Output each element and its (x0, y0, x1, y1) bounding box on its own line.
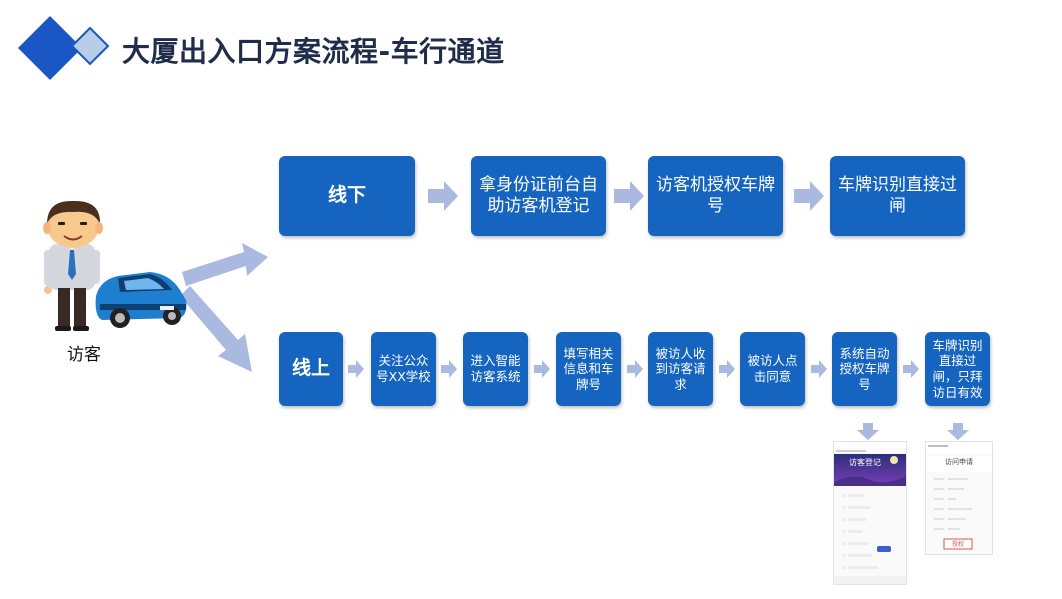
logo-diamonds (14, 12, 114, 86)
car-icon (95, 272, 187, 328)
arrow-offline-1 (428, 181, 458, 211)
visitor-figure-icon (43, 200, 103, 331)
registration-screen-header: 访客登记 (849, 458, 881, 467)
online-step-4: 被访人收到访客请求 (648, 332, 713, 406)
arrow-to-online (180, 286, 252, 372)
offline-label-box: 线下 (279, 156, 415, 236)
online-step-5: 被访人点击同意 (740, 332, 805, 406)
online-step-7: 车牌识别直接过闸，只拜访日有效 (925, 332, 990, 406)
online-step-2: 进入智能访客系统 (463, 332, 528, 406)
arrow-online-7 (903, 360, 919, 378)
arrow-online-2 (441, 360, 457, 378)
online-step-6: 系统自动授权车牌号 (832, 332, 897, 406)
offline-step-1: 拿身份证前台自助访客机登记 (471, 156, 606, 236)
arrow-down-right-screen (947, 423, 969, 440)
arrow-online-4 (627, 360, 643, 378)
arrow-online-1 (348, 360, 364, 378)
visitor-registration-screen (833, 441, 907, 585)
authorize-button[interactable]: 授权 (952, 541, 965, 548)
online-step-3: 填写相关信息和车牌号 (556, 332, 621, 406)
arrow-offline-2 (614, 181, 644, 211)
online-step-1: 关注公众号XX学校 (371, 332, 436, 406)
page-title: 大厦出入口方案流程-车行通道 (122, 35, 505, 68)
arrow-offline-3 (794, 181, 824, 211)
visitor-label: 访客 (67, 345, 101, 365)
visit-request-screen (925, 441, 993, 555)
request-screen-header: 访问申请 (945, 458, 973, 466)
arrow-online-5 (719, 360, 735, 378)
arrow-to-offline (182, 243, 268, 286)
offline-step-3: 车牌识别直接过闸 (830, 156, 965, 236)
online-label-box: 线上 (279, 332, 343, 406)
arrow-online-3 (534, 360, 550, 378)
offline-step-2: 访客机授权车牌号 (648, 156, 783, 236)
arrow-online-6 (811, 360, 827, 378)
arrow-down-left-screen (857, 423, 879, 440)
